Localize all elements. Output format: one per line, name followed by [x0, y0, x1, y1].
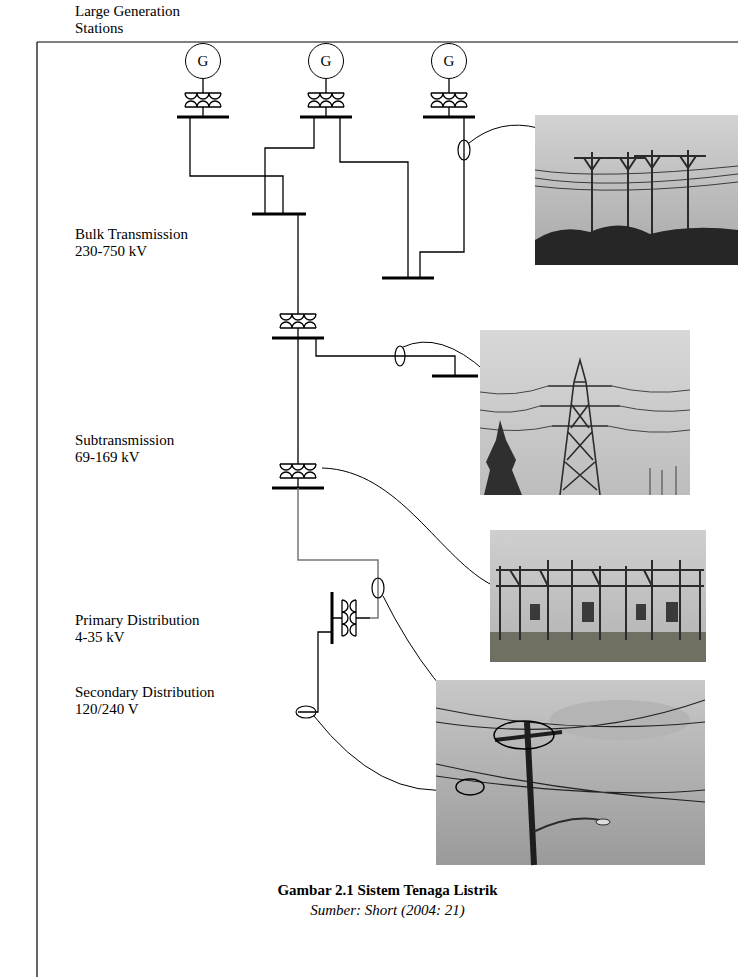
photo-sky	[490, 530, 706, 662]
station-heading: Large Generation Stations	[75, 3, 205, 37]
callout-ellipse	[395, 346, 405, 366]
callout-ellipse	[458, 140, 470, 160]
streetlight-lamp	[596, 819, 610, 825]
transformer-symbol	[177, 79, 229, 117]
wire	[297, 338, 298, 450]
wire	[190, 117, 283, 214]
photo-wires	[436, 700, 705, 802]
substation-equipment	[530, 602, 678, 622]
utility-pole	[527, 722, 534, 865]
transformer-symbol	[423, 79, 475, 117]
photo-wires	[535, 166, 738, 190]
generator-letter: G	[198, 53, 209, 70]
transformer-symbol	[272, 450, 324, 488]
generator-letter: G	[444, 53, 455, 70]
wire	[297, 214, 298, 300]
crossarm	[495, 732, 562, 740]
streetlight-arm	[533, 819, 600, 833]
photo-sky	[480, 330, 690, 495]
callout-ellipse	[372, 578, 384, 598]
wire	[265, 117, 314, 214]
photo-cloud	[550, 700, 690, 740]
distant-poles	[650, 466, 676, 495]
level-label: Subtransmission 69-169 kV	[75, 432, 195, 466]
photo-sky	[535, 115, 738, 265]
bulk-transmission-wires	[190, 117, 464, 300]
secondary-line	[298, 632, 332, 712]
level-label: Secondary Distribution 120/240 V	[75, 684, 235, 718]
substation-structure	[496, 560, 704, 640]
transformer-symbol	[332, 592, 370, 644]
photo-tree	[484, 420, 522, 495]
generator-circle: G	[185, 43, 221, 79]
level-label: Bulk Transmission 230-750 kV	[75, 226, 215, 260]
bus-bar	[432, 375, 478, 378]
transformer-symbol	[272, 300, 324, 338]
photo-ground	[490, 632, 706, 662]
level-label: Primary Distribution 4-35 kV	[75, 612, 215, 646]
leader-line	[322, 468, 494, 586]
figure-caption: Gambar 2.1 Sistem Tenaga Listrik	[37, 882, 738, 899]
photo-ground	[535, 225, 738, 265]
generator-circle: G	[431, 43, 467, 79]
wire	[316, 338, 455, 376]
callout-ellipse	[296, 706, 316, 718]
source-note: Sumber: Short (2004: 21)	[37, 902, 738, 919]
bus-bar	[252, 213, 306, 216]
transmission-photo	[535, 115, 738, 265]
h-frame-tower	[574, 150, 706, 240]
wire	[420, 117, 464, 278]
lattice-tower	[540, 360, 620, 495]
primary-line	[298, 488, 378, 618]
page-frame	[37, 42, 738, 977]
distribution-pole-photo	[436, 680, 705, 865]
leader-line	[314, 716, 455, 790]
leader-line	[403, 342, 486, 372]
subtransmission-photo	[480, 330, 690, 495]
generator-circle: G	[308, 43, 344, 79]
wire	[340, 117, 408, 278]
generator-letter: G	[321, 53, 332, 70]
transformer-symbol	[300, 79, 352, 117]
bus-bar	[382, 277, 434, 280]
callout-ellipse	[456, 779, 484, 795]
subtransmission-wires	[298, 338, 455, 450]
leader-line	[469, 125, 538, 143]
callout-ellipse	[494, 721, 554, 749]
photo-sky	[436, 680, 705, 865]
substation-photo	[490, 530, 706, 662]
